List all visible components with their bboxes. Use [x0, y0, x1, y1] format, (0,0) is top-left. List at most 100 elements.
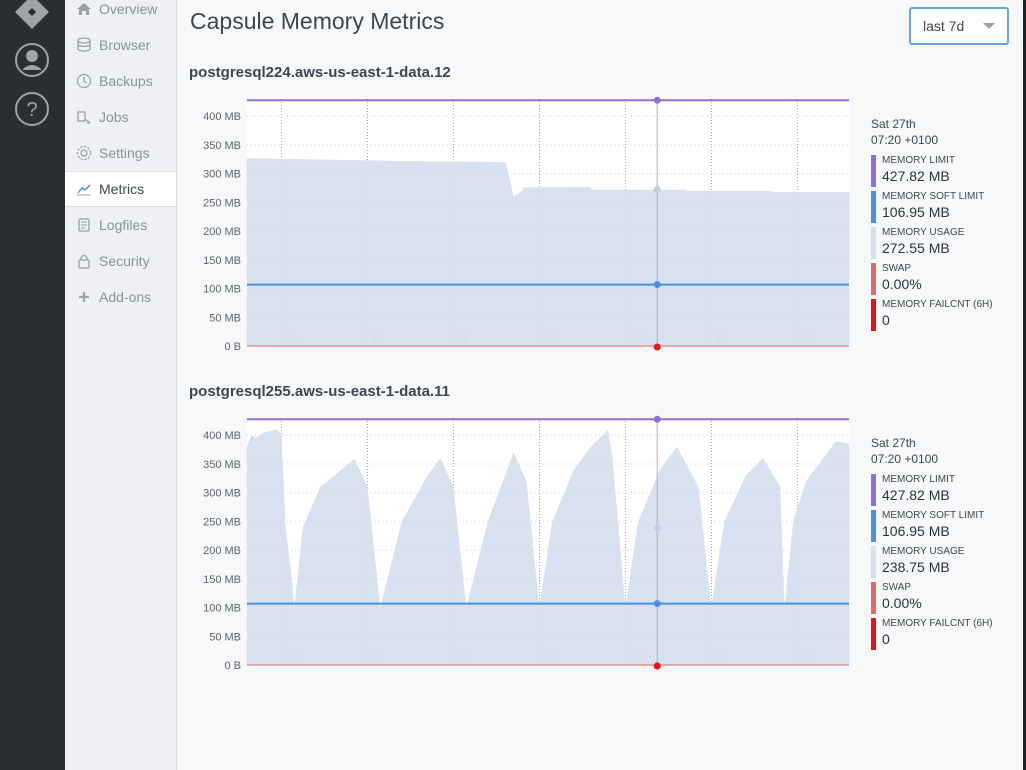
- y-tick-label: 350 MB: [203, 459, 241, 471]
- chevron-down-icon: [983, 23, 995, 29]
- legend-swatch: [871, 582, 876, 614]
- sidebar-item-label: Jobs: [99, 109, 129, 125]
- history-icon: [75, 72, 93, 90]
- legend-label: MEMORY SOFT LIMIT: [882, 191, 985, 202]
- memory-usage-area: [247, 429, 849, 665]
- sidebar-item-label: Overview: [99, 1, 158, 17]
- y-tick-label: 200 MB: [203, 226, 241, 238]
- legend-label: MEMORY LIMIT: [882, 155, 955, 166]
- home-icon: [75, 0, 93, 18]
- memory-limit-point: [653, 415, 661, 423]
- chart-title: postgresql255.aws-us-east-1-data.11: [189, 383, 450, 400]
- legend-value: 272.55 MB: [882, 240, 950, 256]
- y-tick-label: 400 MB: [203, 111, 241, 123]
- gear-icon: [75, 144, 93, 162]
- lock-icon: [75, 252, 93, 270]
- chart-legend: Sat 27th 07:20 +0100 MEMORY LIMIT 427.82…: [871, 435, 1011, 652]
- page-title: Capsule Memory Metrics: [190, 8, 445, 34]
- plus-icon: [75, 288, 93, 306]
- legend-value: 0: [882, 631, 890, 647]
- legend-value: 238.75 MB: [882, 559, 950, 575]
- legend-label: MEMORY USAGE: [882, 227, 965, 238]
- legend-label: SWAP: [882, 582, 912, 593]
- legend-swatch: [871, 263, 876, 295]
- y-tick-label: 350 MB: [203, 140, 241, 152]
- sidebar-item-add-ons[interactable]: Add-ons: [65, 280, 176, 314]
- window-edge: [1023, 0, 1026, 770]
- legend-swatch: [871, 474, 876, 506]
- sidebar-item-security[interactable]: Security: [65, 244, 176, 278]
- y-tick-label: 200 MB: [203, 545, 241, 557]
- memory-failcnt-point: [653, 662, 661, 670]
- legend-label: MEMORY SOFT LIMIT: [882, 510, 985, 521]
- y-tick-label: 50 MB: [209, 631, 241, 643]
- sidebar-item-label: Metrics: [99, 181, 145, 197]
- legend-swatch: [871, 299, 876, 331]
- sidebar-item-label: Logfiles: [99, 217, 148, 233]
- legend-item-swap: SWAP 0.00%: [871, 580, 1011, 616]
- jobs-icon: [75, 108, 93, 126]
- legend-value: 0: [882, 312, 890, 328]
- legend-label: MEMORY FAILCNT (6H): [882, 618, 993, 629]
- chart-line-icon: [75, 180, 93, 198]
- sidebar-item-backups[interactable]: Backups: [65, 64, 176, 98]
- svg-text:?: ?: [26, 99, 37, 121]
- legend-value: 427.82 MB: [882, 487, 950, 503]
- time-range-select[interactable]: last 7d: [909, 7, 1009, 45]
- section-nav: Overview Browser Backups Jobs Settings M…: [65, 0, 177, 770]
- chart-legend: Sat 27th 07:20 +0100 MEMORY LIMIT 427.82…: [871, 116, 1011, 333]
- sidebar-item-browser[interactable]: Browser: [65, 28, 176, 62]
- memory-failcnt-point: [653, 343, 661, 351]
- memory-usage-point: [653, 185, 661, 193]
- legend-swatch: [871, 510, 876, 542]
- sidebar-item-overview[interactable]: Overview: [65, 0, 176, 26]
- legend-item-memory-usage: MEMORY USAGE 272.55 MB: [871, 225, 1011, 261]
- sidebar-item-logfiles[interactable]: Logfiles: [65, 208, 176, 242]
- legend-item-memory-usage: MEMORY USAGE 238.75 MB: [871, 544, 1011, 580]
- legend-item-swap: SWAP 0.00%: [871, 261, 1011, 297]
- y-tick-label: 100 MB: [203, 603, 241, 615]
- y-tick-label: 150 MB: [203, 255, 241, 267]
- sidebar-item-label: Settings: [99, 145, 150, 161]
- memory-soft-limit-point: [653, 281, 661, 289]
- sidebar-item-label: Browser: [99, 37, 151, 53]
- time-range-value: last 7d: [923, 18, 965, 34]
- sidebar-item-label: Add-ons: [99, 289, 152, 305]
- legend-timestamp-time: 07:20 +0100: [871, 452, 939, 466]
- legend-label: MEMORY FAILCNT (6H): [882, 299, 993, 310]
- legend-swatch: [871, 191, 876, 223]
- database-icon: [75, 36, 93, 54]
- legend-item-memory-soft-limit: MEMORY SOFT LIMIT 106.95 MB: [871, 508, 1011, 544]
- y-tick-label: 400 MB: [203, 430, 241, 442]
- y-tick-label: 250 MB: [203, 197, 241, 209]
- legend-timestamp-time: 07:20 +0100: [871, 133, 939, 147]
- app-rail: ?: [0, 0, 65, 770]
- legend-swatch: [871, 155, 876, 187]
- legend-value: 106.95 MB: [882, 523, 950, 539]
- logo-icon[interactable]: [14, 0, 50, 30]
- y-tick-label: 300 MB: [203, 169, 241, 181]
- legend-value: 427.82 MB: [882, 168, 950, 184]
- y-tick-label: 250 MB: [203, 516, 241, 528]
- help-icon[interactable]: ?: [14, 91, 50, 127]
- scroll-icon: [75, 216, 93, 234]
- user-icon[interactable]: [14, 42, 50, 78]
- legend-item-memory-limit: MEMORY LIMIT 427.82 MB: [871, 153, 1011, 189]
- sidebar-item-settings[interactable]: Settings: [65, 136, 176, 170]
- legend-item-memory-soft-limit: MEMORY SOFT LIMIT 106.95 MB: [871, 189, 1011, 225]
- y-tick-label: 0 B: [224, 341, 241, 353]
- legend-swatch: [871, 227, 876, 259]
- legend-value: 106.95 MB: [882, 204, 950, 220]
- legend-value: 0.00%: [882, 595, 922, 611]
- y-tick-label: 0 B: [224, 660, 241, 672]
- legend-swatch: [871, 546, 876, 578]
- legend-timestamp-day: Sat 27th: [871, 117, 916, 131]
- y-tick-label: 50 MB: [209, 312, 241, 324]
- sidebar-item-jobs[interactable]: Jobs: [65, 100, 176, 134]
- legend-item-memory-limit: MEMORY LIMIT 427.82 MB: [871, 472, 1011, 508]
- legend-timestamp-day: Sat 27th: [871, 436, 916, 450]
- sidebar-item-metrics[interactable]: Metrics: [65, 171, 176, 207]
- main-content: Capsule Memory Metrics last 7d postgresq…: [177, 0, 1023, 770]
